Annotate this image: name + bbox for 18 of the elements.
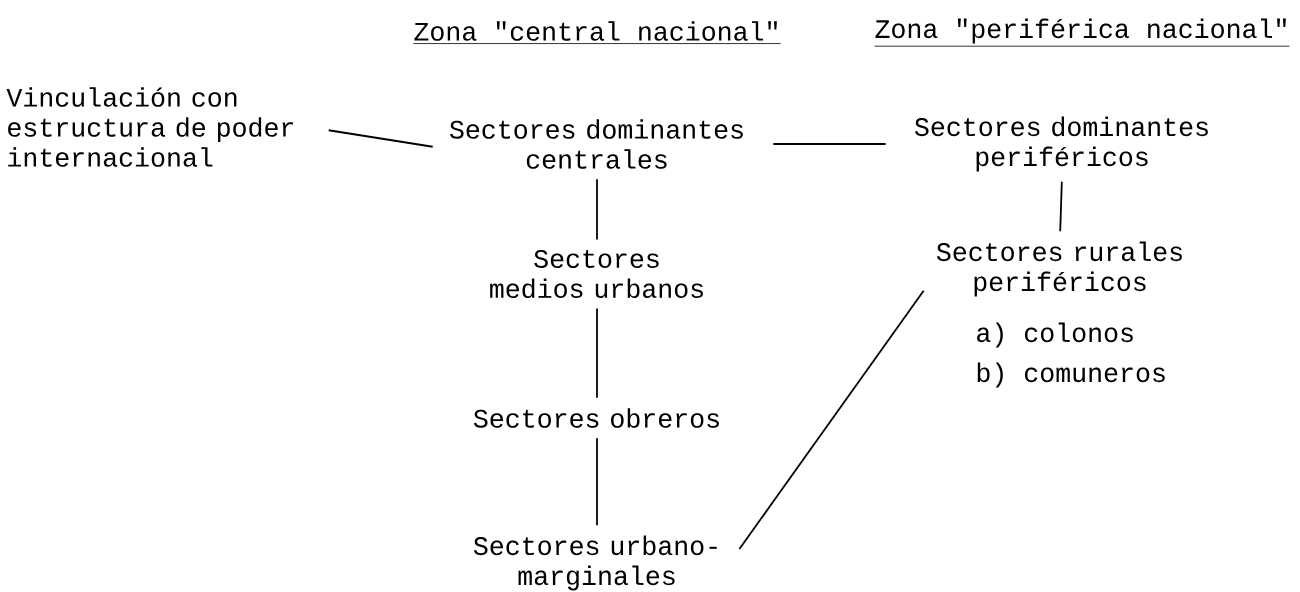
sector-label: Sectores obreros	[473, 408, 719, 428]
connector-line	[596, 307, 598, 399]
connector-line	[596, 178, 598, 241]
connector-line	[596, 437, 598, 527]
column-heading: Zona "periférica nacional"	[874, 18, 1290, 47]
sector-label: Sectores dominantes centrales	[449, 119, 743, 169]
connector-line	[772, 143, 887, 145]
list-item: b) comuneros	[977, 362, 1165, 388]
connector-line	[738, 289, 925, 550]
connector-line	[1059, 180, 1063, 233]
list-item: a) colonos	[977, 322, 1133, 348]
column-heading: Zona "central nacional"	[413, 21, 781, 44]
sector-label: Sectores rurales periféricos	[936, 241, 1182, 297]
sector-label: Sectores urbano-marginales	[473, 535, 717, 591]
sector-label: Sectores medios urbanos	[490, 249, 703, 299]
connector-line	[327, 129, 434, 148]
sector-label: Sectores dominantes periféricos	[914, 116, 1208, 172]
sector-label: Vinculación con estructura de poder internacional	[6, 87, 294, 167]
